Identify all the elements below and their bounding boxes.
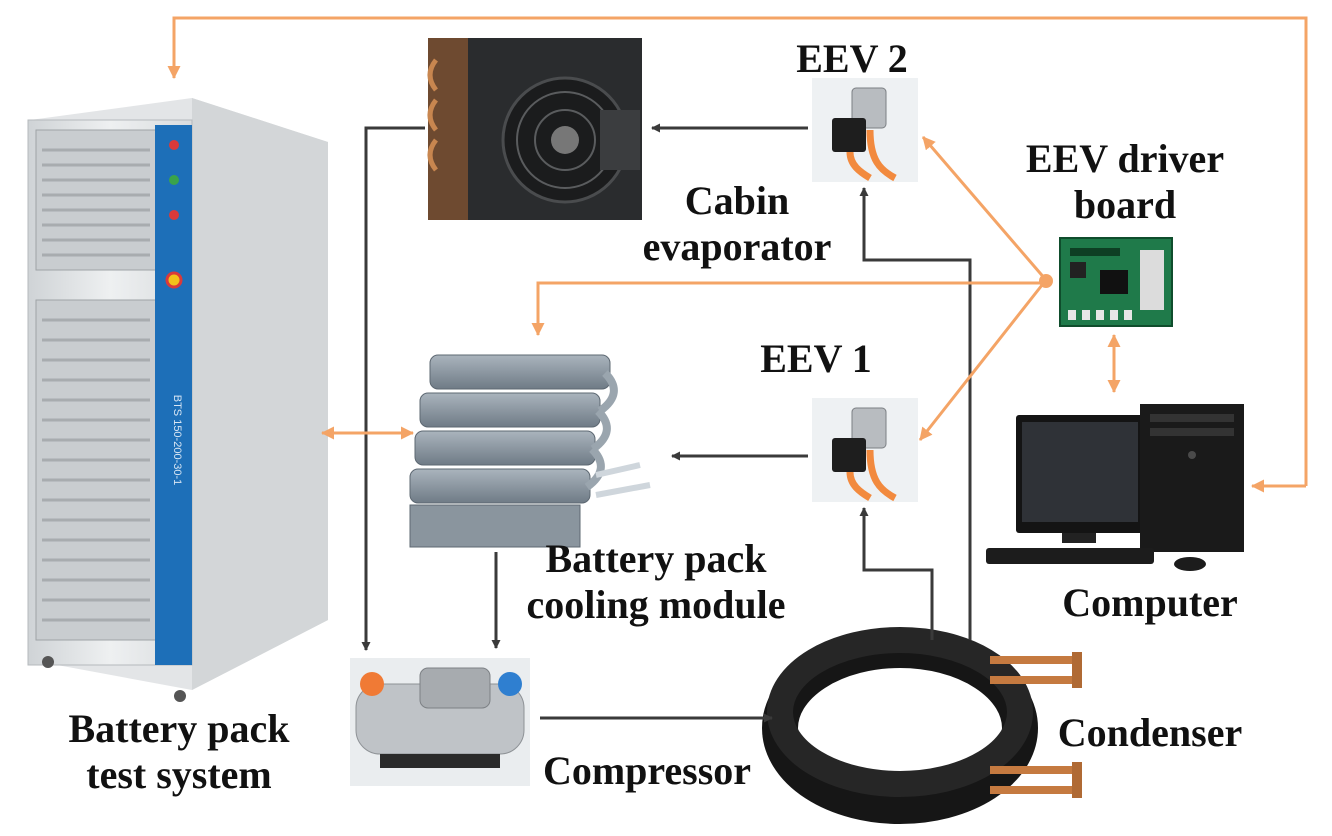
signal-junction [1039, 274, 1053, 288]
label-line: board [1073, 182, 1177, 228]
label-driver-board: EEV driver board [1002, 136, 1248, 229]
label-computer: Computer [1062, 580, 1238, 625]
label-cooling-module: Battery pack cooling module [508, 536, 804, 629]
label-line: evaporator [642, 224, 832, 270]
label-eev2: EEV 2 [796, 36, 908, 81]
expansion-valve-icon [812, 78, 918, 182]
cooling-plate-icon [409, 354, 651, 548]
signal-board-eev2 [921, 136, 1048, 281]
label-line: cooling module [526, 582, 786, 628]
cabinet-model-text: BTS 150-200-30-1 [171, 395, 183, 486]
line-evaporator-to-compressor [361, 126, 425, 651]
line-condenser-to-eev2 [859, 187, 972, 640]
refrigerant-lines [361, 123, 972, 723]
label-line: Battery pack [68, 706, 290, 751]
signal-board-eev1 [918, 279, 1048, 441]
condenser-coil-icon [762, 627, 1082, 824]
test-cabinet-icon: BTS 150-200-30-1 [27, 98, 328, 702]
label-test-system: Battery pack test system [48, 706, 310, 799]
evaporator-fan-icon [427, 38, 642, 220]
label-eev1: EEV 1 [760, 336, 872, 381]
driver-board-icon [1059, 237, 1173, 327]
label-line: Battery pack [545, 536, 767, 581]
label-cabin-evaporator: Cabin evaporator [628, 178, 846, 271]
label-line: EEV driver [1025, 136, 1225, 181]
label-condenser: Condenser [1057, 710, 1243, 755]
computer-icon [986, 404, 1244, 571]
label-line: test system [86, 752, 272, 798]
label-line: Cabin [684, 178, 790, 223]
compressor-icon [350, 658, 530, 786]
expansion-valve-icon [812, 398, 918, 502]
label-compressor: Compressor [542, 748, 752, 793]
line-condenser-to-eev1 [859, 507, 934, 640]
signal-computer-to-test-system [167, 16, 1308, 486]
